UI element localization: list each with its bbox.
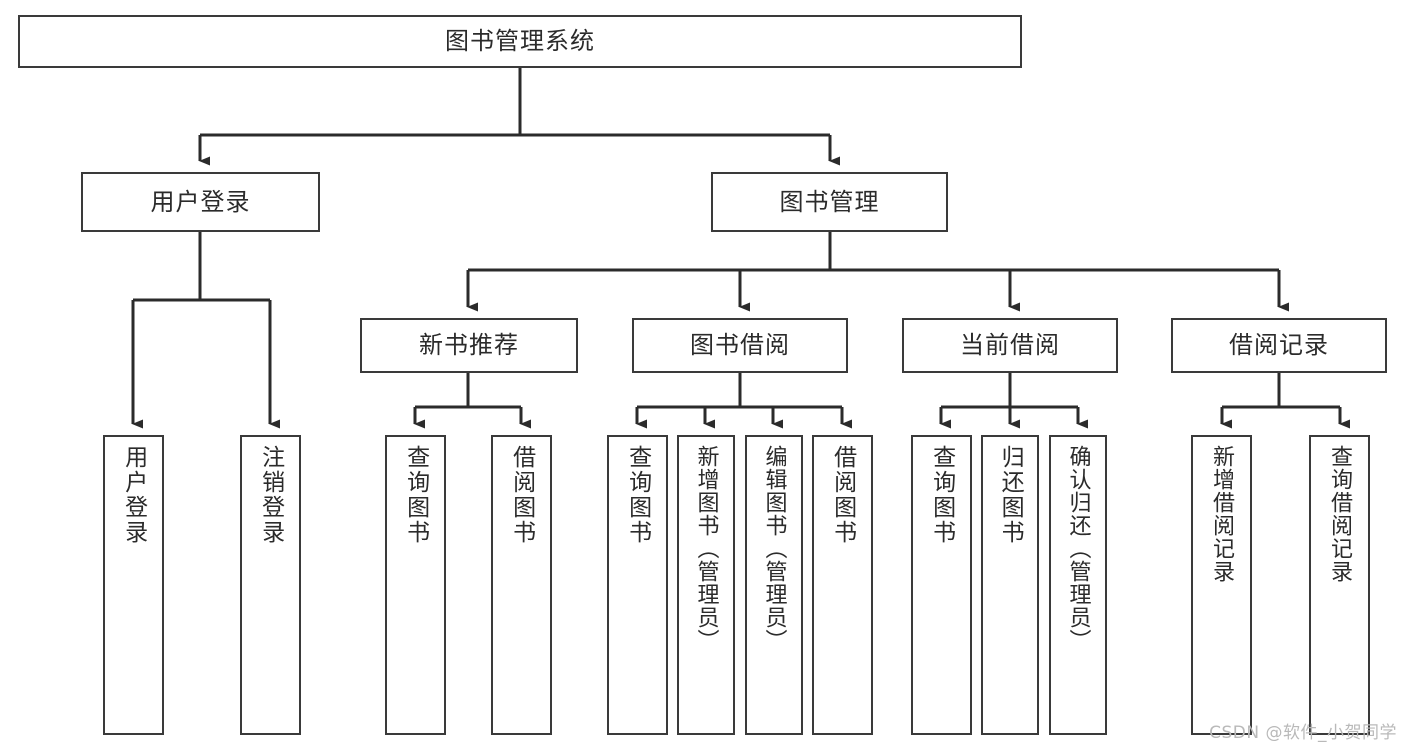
node-user-login[interactable]: 用户登录 bbox=[81, 172, 320, 232]
node-leaf-add-borrow-record[interactable]: 新增借阅记录 bbox=[1191, 435, 1252, 735]
node-label: 查询图书 bbox=[624, 445, 651, 545]
node-label: 查询图书 bbox=[928, 445, 955, 545]
node-label: 编辑图书（管理员） bbox=[761, 445, 787, 652]
node-label: 图书借阅 bbox=[690, 331, 790, 360]
node-leaf-query-book-3[interactable]: 查询图书 bbox=[911, 435, 972, 735]
node-leaf-borrow-book-2[interactable]: 借阅图书 bbox=[812, 435, 873, 735]
node-leaf-query-book-1[interactable]: 查询图书 bbox=[385, 435, 446, 735]
node-new-book-recommend[interactable]: 新书推荐 bbox=[360, 318, 578, 373]
node-leaf-return-book[interactable]: 归还图书 bbox=[981, 435, 1039, 735]
node-label: 用户登录 bbox=[120, 445, 147, 545]
node-leaf-add-book-admin[interactable]: 新增图书（管理员） bbox=[677, 435, 735, 735]
node-root-book-management-system[interactable]: 图书管理系统 bbox=[18, 15, 1022, 68]
node-label: 确认归还（管理员） bbox=[1065, 445, 1091, 652]
node-label: 借阅图书 bbox=[508, 445, 535, 545]
node-label: 图书管理 bbox=[779, 187, 880, 216]
node-leaf-query-borrow-record[interactable]: 查询借阅记录 bbox=[1309, 435, 1370, 735]
node-leaf-logout-login[interactable]: 注销登录 bbox=[240, 435, 301, 735]
node-label: 新书推荐 bbox=[419, 331, 519, 360]
node-leaf-user-login[interactable]: 用户登录 bbox=[103, 435, 164, 735]
node-book-borrow[interactable]: 图书借阅 bbox=[632, 318, 848, 373]
csdn-watermark: CSDN @软件_小贺同学 bbox=[1209, 723, 1397, 743]
node-label: 新增借阅记录 bbox=[1209, 445, 1235, 583]
node-label: 新增图书（管理员） bbox=[693, 445, 719, 652]
node-label: 归还图书 bbox=[997, 445, 1024, 545]
node-leaf-confirm-return-admin[interactable]: 确认归还（管理员） bbox=[1049, 435, 1107, 735]
node-leaf-query-book-2[interactable]: 查询图书 bbox=[607, 435, 668, 735]
node-leaf-borrow-book-1[interactable]: 借阅图书 bbox=[491, 435, 552, 735]
node-label: 借阅记录 bbox=[1229, 331, 1329, 360]
node-leaf-edit-book-admin[interactable]: 编辑图书（管理员） bbox=[745, 435, 803, 735]
node-label: 借阅图书 bbox=[829, 445, 856, 545]
node-label: 图书管理系统 bbox=[445, 27, 595, 56]
node-label: 查询借阅记录 bbox=[1327, 445, 1353, 583]
node-current-borrow[interactable]: 当前借阅 bbox=[902, 318, 1118, 373]
node-label: 注销登录 bbox=[257, 445, 284, 545]
node-book-manage[interactable]: 图书管理 bbox=[711, 172, 948, 232]
node-borrow-record[interactable]: 借阅记录 bbox=[1171, 318, 1387, 373]
node-label: 查询图书 bbox=[402, 445, 429, 545]
node-label: 当前借阅 bbox=[960, 331, 1060, 360]
node-label: 用户登录 bbox=[150, 187, 251, 216]
